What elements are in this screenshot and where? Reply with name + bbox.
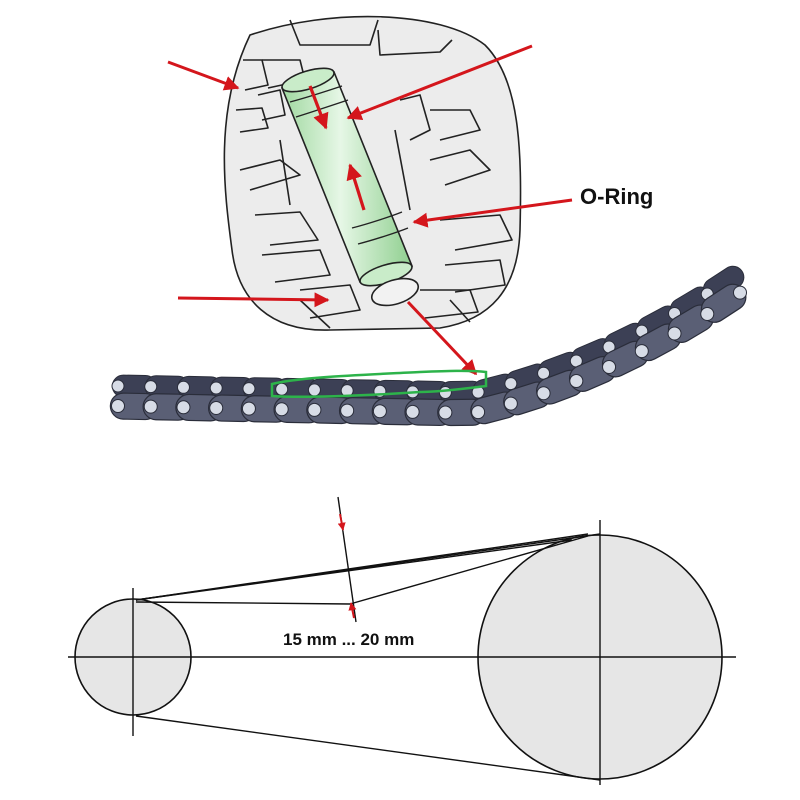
pin-end-cap: [370, 277, 420, 307]
o-ring-lower: [351, 211, 403, 229]
chain-roller: [700, 306, 715, 321]
red-arrow-icon: [337, 513, 357, 619]
chain-roller: [569, 374, 584, 389]
chain-roller: [176, 400, 191, 415]
roller-chain: [109, 265, 747, 427]
chain-roller: [667, 326, 682, 341]
red-arrow-icon: [167, 60, 240, 91]
chain-roller: [503, 396, 518, 411]
chain-roller: [634, 344, 649, 359]
chain-roller: [504, 377, 518, 391]
chain-roller: [438, 405, 453, 420]
chain-roller: [209, 381, 223, 395]
chain-roller: [405, 404, 420, 419]
upper-chain-run: [135, 533, 601, 605]
o-ring-label: O-Ring: [580, 184, 653, 209]
slack-range-label: 15 mm ... 20 mm: [283, 630, 414, 649]
red-arrow-icon: [177, 292, 330, 308]
chain-roller: [602, 359, 617, 374]
o-ring-upper: [289, 85, 343, 103]
chain-roller: [340, 403, 355, 418]
inset-plates: [235, 19, 513, 329]
red-arrow-icon: [406, 300, 478, 376]
chain-roller: [143, 399, 158, 414]
red-arrow-icon: [308, 85, 366, 211]
chain-roller: [372, 404, 387, 419]
sprocket-diagram: 15 mm ... 20 mm: [68, 496, 736, 785]
chain-roller: [176, 380, 190, 394]
chain-roller: [471, 405, 486, 420]
chain-roller: [242, 382, 256, 396]
chain-roller: [144, 380, 158, 394]
chain-roller: [536, 386, 551, 401]
chain-roller: [241, 401, 256, 416]
chain-roller: [438, 386, 452, 400]
chain-roller: [209, 400, 224, 415]
chain-roller: [307, 402, 322, 417]
chain-roller: [111, 399, 125, 413]
o-ring-highlight: [270, 369, 488, 399]
red-arrow-icon: [412, 198, 573, 228]
chain-roller: [733, 285, 747, 300]
chain-roller: [275, 382, 289, 396]
red-arrow-icon: [346, 44, 533, 121]
inset-detail: [223, 15, 522, 331]
external-arrows: [167, 44, 573, 376]
chain-roller: [274, 402, 289, 417]
chain-roller: [111, 379, 125, 393]
lower-chain-run: [135, 715, 601, 781]
chain-roller: [307, 383, 321, 397]
